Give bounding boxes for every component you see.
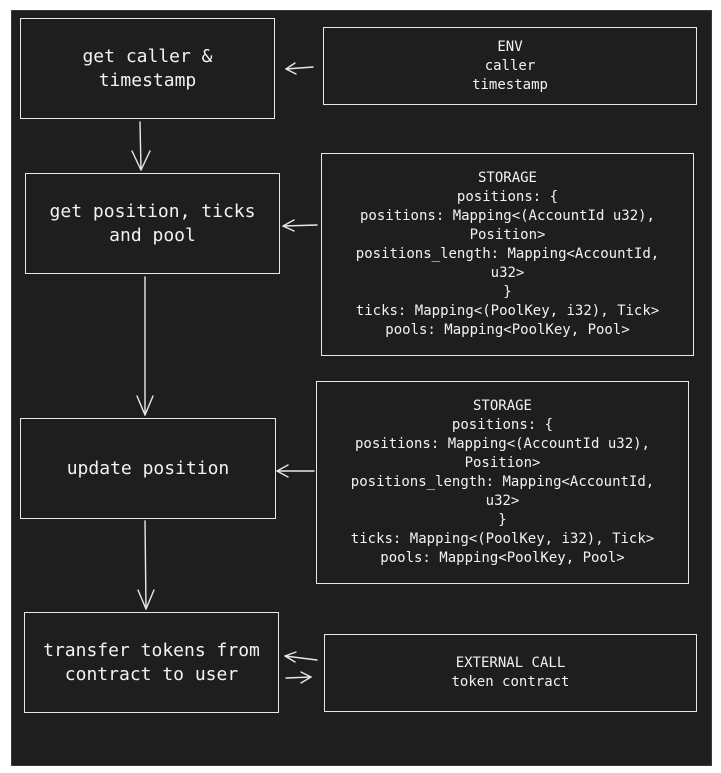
- storage-line: Position>: [469, 227, 546, 243]
- process-step-label: get caller & timestamp: [82, 45, 213, 91]
- storage-line: positions: Mapping<(AccountId u32),: [359, 208, 655, 224]
- storage-line: }: [503, 284, 512, 300]
- env-line-caller: caller: [484, 57, 536, 74]
- storage-title: STORAGE: [472, 398, 532, 414]
- process-step-update-position: update position: [20, 418, 276, 519]
- env-line-timestamp: timestamp: [472, 76, 548, 93]
- process-step-label: transfer tokens from contract to user: [43, 639, 260, 685]
- env-box: ENV caller timestamp: [323, 27, 697, 105]
- storage-line: Position>: [464, 455, 541, 471]
- process-step-label: get position, ticks and pool: [49, 200, 256, 246]
- storage-title: STORAGE: [477, 170, 537, 186]
- storage-line: }: [498, 512, 507, 528]
- external-call-title: EXTERNAL CALL: [455, 655, 566, 671]
- storage-box-write: STORAGE positions: { positions: Mapping<…: [316, 381, 689, 584]
- storage-box-read: STORAGE positions: { positions: Mapping<…: [321, 153, 694, 356]
- storage-line: ticks: Mapping<(PoolKey, i32), Tick>: [355, 303, 660, 319]
- diagram-canvas: [11, 10, 712, 766]
- env-title: ENV: [497, 38, 523, 55]
- storage-line: positions_length: Mapping<AccountId,: [355, 246, 660, 262]
- storage-line: positions_length: Mapping<AccountId,: [350, 474, 655, 490]
- storage-line: u32>: [490, 265, 525, 281]
- storage-line: ticks: Mapping<(PoolKey, i32), Tick>: [350, 531, 655, 547]
- storage-line: positions: {: [451, 417, 554, 433]
- process-step-transfer-tokens: transfer tokens from contract to user: [24, 612, 279, 713]
- process-step-label: update position: [66, 457, 230, 479]
- process-step-get-position-ticks-pool: get position, ticks and pool: [25, 173, 280, 274]
- process-step-get-caller-timestamp: get caller & timestamp: [20, 18, 275, 119]
- storage-line: positions: Mapping<(AccountId u32),: [354, 436, 650, 452]
- external-call-target: token contract: [451, 674, 570, 690]
- storage-line: u32>: [485, 493, 520, 509]
- storage-line: pools: Mapping<PoolKey, Pool>: [385, 322, 630, 338]
- storage-line: pools: Mapping<PoolKey, Pool>: [380, 550, 625, 566]
- external-call-box: EXTERNAL CALL token contract: [324, 634, 697, 712]
- storage-line: positions: {: [456, 189, 559, 205]
